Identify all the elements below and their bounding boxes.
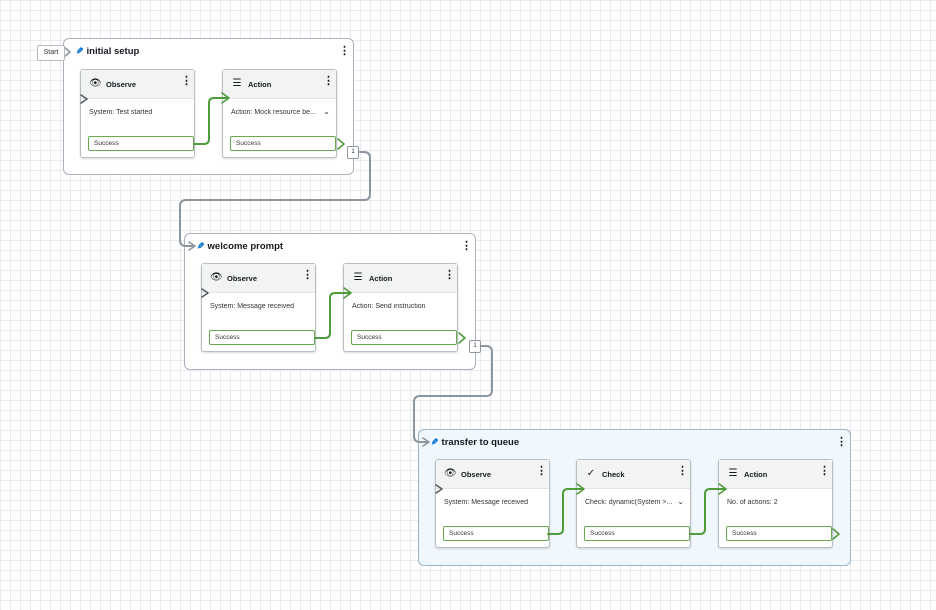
- eye-icon: 👁: [444, 468, 457, 479]
- card-action[interactable]: ☰ Action ⋮ No. of actions: 2 Success: [718, 459, 833, 548]
- card-menu-icon[interactable]: ⋮: [323, 75, 334, 87]
- card-menu-icon[interactable]: ⋮: [444, 269, 455, 281]
- card-body-text: Check: dynamic(System >...: [585, 499, 673, 506]
- card-observe[interactable]: 👁 Observe ⋮ System: Message received Suc…: [201, 263, 316, 352]
- card-body-text: No. of actions: 2: [727, 499, 778, 506]
- card-observe[interactable]: 👁 Observe ⋮ System: Test started Success: [80, 69, 195, 158]
- card-action[interactable]: ☰ Action ⋮ Action: Send instruction Succ…: [343, 263, 458, 352]
- list-icon: ☰: [728, 468, 738, 479]
- card-header: ☰ Action: [223, 70, 336, 99]
- card-action[interactable]: ☰ Action ⋮ Action: Mock resource be... ⌄…: [222, 69, 337, 158]
- success-output[interactable]: Success: [351, 330, 457, 345]
- chevron-down-icon[interactable]: ⌄: [323, 107, 330, 116]
- list-icon: ☰: [232, 78, 242, 89]
- success-output[interactable]: Success: [230, 136, 336, 151]
- group-title-label: transfer to queue: [441, 437, 520, 448]
- card-body-text: System: Test started: [89, 109, 153, 116]
- connector-count-badge[interactable]: 1: [347, 146, 359, 159]
- card-header: 👁 Observe: [81, 70, 194, 99]
- card-type-label: Check: [602, 469, 625, 479]
- group-title-label: initial setup: [86, 46, 140, 57]
- card-type-label: Observe: [106, 79, 137, 89]
- group-title-label: welcome prompt: [207, 241, 284, 252]
- success-output[interactable]: Success: [88, 136, 194, 151]
- card-menu-icon[interactable]: ⋮: [677, 465, 688, 477]
- card-header: ✓ Check: [577, 460, 690, 489]
- card-body-text: System: Message received: [210, 303, 295, 310]
- card-body-text: Action: Send instruction: [352, 303, 426, 310]
- success-output[interactable]: Success: [443, 526, 549, 541]
- card-type-label: Action: [744, 469, 768, 479]
- eye-icon: 👁: [210, 272, 223, 283]
- card-body-text: Action: Mock resource be...: [231, 109, 316, 116]
- card-header: 👁 Observe: [202, 264, 315, 293]
- start-node[interactable]: Start: [37, 45, 65, 61]
- card-check[interactable]: ✓ Check ⋮ Check: dynamic(System >... ⌄ S…: [576, 459, 691, 548]
- connector-count-badge[interactable]: 1: [469, 340, 481, 353]
- check-icon: ✓: [586, 468, 596, 479]
- card-body-text: System: Message received: [444, 499, 529, 506]
- group-menu-icon[interactable]: ⋮: [461, 240, 472, 252]
- card-observe[interactable]: 👁 Observe ⋮ System: Message received Suc…: [435, 459, 550, 548]
- card-type-label: Action: [369, 273, 393, 283]
- card-header: 👁 Observe: [436, 460, 549, 489]
- card-header: ☰ Action: [344, 264, 457, 293]
- card-menu-icon[interactable]: ⋮: [536, 465, 547, 477]
- card-type-label: Observe: [461, 469, 492, 479]
- list-icon: ☰: [353, 272, 363, 283]
- card-type-label: Observe: [227, 273, 258, 283]
- chevron-down-icon[interactable]: ⌄: [677, 497, 684, 506]
- card-menu-icon[interactable]: ⋮: [181, 75, 192, 87]
- card-menu-icon[interactable]: ⋮: [302, 269, 313, 281]
- group-menu-icon[interactable]: ⋮: [339, 45, 350, 57]
- group-title[interactable]: ✎ welcome prompt: [197, 241, 283, 252]
- success-output[interactable]: Success: [209, 330, 315, 345]
- card-header: ☰ Action: [719, 460, 832, 489]
- pencil-icon[interactable]: ✎: [431, 437, 439, 447]
- pencil-icon[interactable]: ✎: [197, 241, 205, 251]
- group-title[interactable]: ✎ initial setup: [76, 46, 139, 57]
- success-output[interactable]: Success: [584, 526, 690, 541]
- card-menu-icon[interactable]: ⋮: [819, 465, 830, 477]
- card-type-label: Action: [248, 79, 272, 89]
- group-menu-icon[interactable]: ⋮: [836, 436, 847, 448]
- eye-icon: 👁: [89, 78, 102, 89]
- pencil-icon[interactable]: ✎: [76, 46, 84, 56]
- group-title[interactable]: ✎ transfer to queue: [431, 437, 519, 448]
- success-output[interactable]: Success: [726, 526, 832, 541]
